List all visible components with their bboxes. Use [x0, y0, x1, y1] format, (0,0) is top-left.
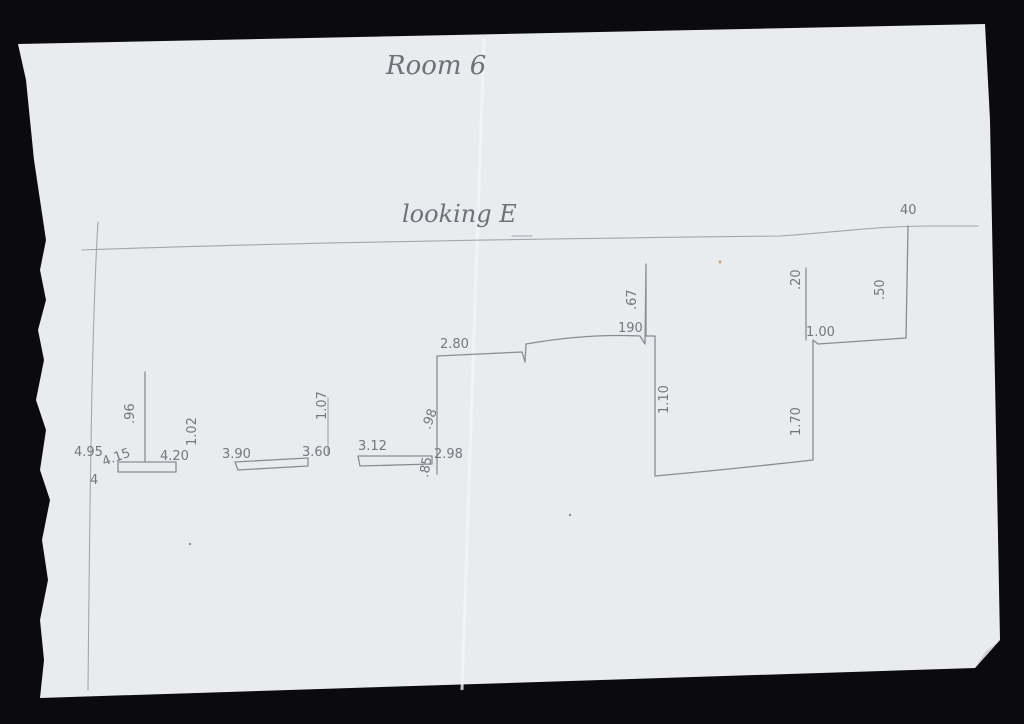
measure-r-67: .67: [625, 289, 640, 310]
measure-r-1-70: 1.70: [789, 407, 804, 436]
measure-m-3-90: 3.90: [222, 447, 251, 462]
ground-line: [81, 225, 979, 251]
pencil-dot: [718, 260, 722, 264]
left-axis-line: [87, 221, 99, 691]
measure-r-190: 190: [618, 321, 643, 336]
paper-sheet: [18, 24, 1000, 698]
paper-corner: [975, 640, 1000, 668]
paper-fold: [460, 37, 486, 691]
measure-m-3-60: 3.60: [302, 445, 331, 460]
pencil-dot: [188, 542, 192, 546]
measure-m-3-12: 3.12: [358, 439, 387, 454]
measure-l-1-02: 1.02: [185, 417, 200, 446]
measure-m-2-80: 2.80: [440, 337, 469, 352]
measure-r-1-00: 1.00: [806, 325, 835, 340]
measure-r-50: .50: [873, 279, 888, 300]
measure-m-2-98: 2.98: [434, 447, 463, 462]
measure-top-right: 40: [900, 203, 917, 218]
measure-l-96: .96: [123, 403, 138, 424]
sheet-subtitle: looking E: [402, 200, 517, 228]
left-slab: [117, 461, 177, 473]
sheet-title: Room 6: [385, 51, 486, 81]
measure-r-20: .20: [789, 269, 804, 290]
measure-m-85: .85: [417, 456, 435, 479]
right-slab: [357, 455, 433, 467]
measure-l-4: 4: [90, 473, 98, 488]
pencil-dot: [568, 513, 572, 517]
measure-m-1-07: 1.07: [315, 391, 330, 420]
measure-m-98: .98: [420, 407, 441, 432]
wall-profile: [436, 225, 909, 477]
middle-slab: [234, 457, 309, 471]
measure-l-4-95: 4.95: [74, 445, 103, 460]
measure-r-1-10: 1.10: [657, 385, 672, 414]
measure-l-4-20: 4.20: [160, 449, 189, 464]
